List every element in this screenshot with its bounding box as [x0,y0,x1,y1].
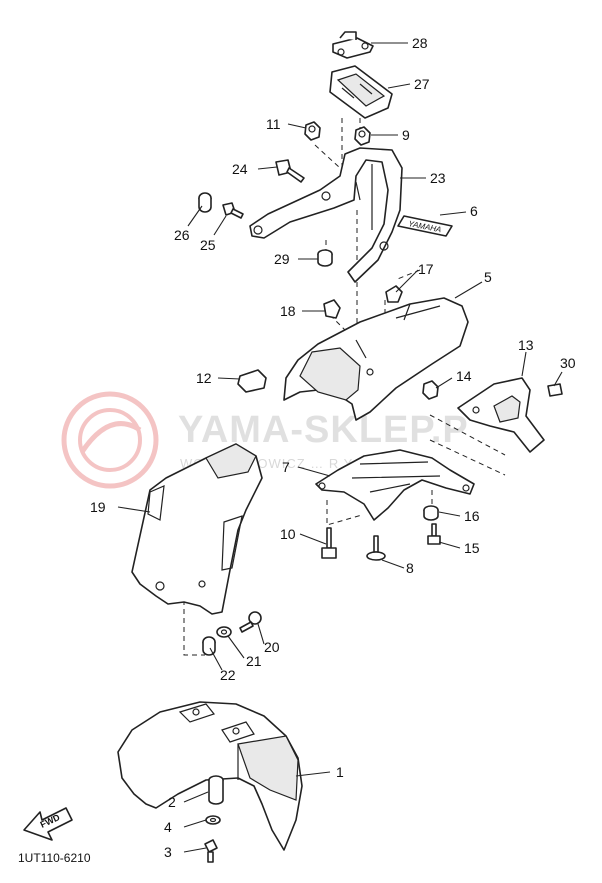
callout-2: 2 [168,794,176,810]
part-28-bracket[interactable] [332,31,374,59]
callout-23: 23 [430,170,446,186]
callout-17: 17 [418,261,434,277]
watermark: YAMA-SKLEP.P WOJCIECHOWICZ … R YAMAHA [61,391,469,489]
callout-19: 19 [90,499,106,515]
diagram-code: 1UT110-6210 [18,851,91,865]
part-11-nut[interactable] [304,121,321,141]
callout-1: 1 [336,764,344,780]
part-19-inner-fender[interactable] [131,443,263,615]
callout-5: 5 [484,269,492,285]
callout-20: 20 [264,639,280,655]
part-30-reflector[interactable] [547,383,563,397]
part-14-nut[interactable] [422,380,439,400]
part-3-bolt[interactable] [204,839,218,863]
callout-28: 28 [412,35,428,51]
callout-4: 4 [164,819,172,835]
callout-9: 9 [402,127,410,143]
callout-14: 14 [456,368,472,384]
callout-29: 29 [274,251,290,267]
callout-27: 27 [414,76,430,92]
part-16-nut[interactable] [423,505,439,521]
callout-24: 24 [232,161,248,177]
callout-10: 10 [280,526,296,542]
callout-6: 6 [470,203,478,219]
part-22-collar[interactable] [202,636,216,656]
callout-26: 26 [174,227,190,243]
part-7-tail-bracket[interactable] [315,449,475,521]
part-26-collar[interactable] [198,192,212,213]
part-4-washer[interactable] [205,815,221,825]
fwd-arrow-icon: FWD [23,807,73,841]
leader-lines [117,42,563,853]
part-21-washer[interactable] [216,626,232,638]
callout-22: 22 [220,667,236,683]
part-15-bolt[interactable] [427,523,441,545]
callout-3: 3 [164,844,172,860]
watermark-logo [61,391,159,489]
callout-11: 11 [266,116,281,132]
part-27-grab-bracket[interactable] [329,65,393,119]
part-9-nut[interactable] [354,126,371,146]
part-12-bracket[interactable] [237,369,267,393]
part-1-front-fender[interactable] [117,701,303,851]
callout-15: 15 [464,540,480,556]
part-24-bolt[interactable] [275,159,305,183]
part-29-grommet[interactable] [317,249,333,267]
watermark-brand: YAMA-SKLEP.P [178,409,469,451]
part-25-screw[interactable] [222,202,244,219]
callout-8: 8 [406,560,414,576]
callout-7: 7 [282,459,290,475]
part-10-bolt[interactable] [321,527,337,559]
callout-13: 13 [518,337,534,353]
part-8-bolt[interactable] [366,535,386,561]
callout-21: 21 [246,653,262,669]
callout-16: 16 [464,508,480,524]
callout-12: 12 [196,370,212,386]
part-20-screw[interactable] [239,611,262,633]
part-13-plate-bracket[interactable] [457,377,545,453]
callout-labels: 28 27 11 9 24 23 6 26 25 29 17 5 18 13 3… [90,35,576,860]
part-23-grab-bar[interactable] [249,147,403,283]
part-5-rear-fender[interactable] [283,297,469,421]
part-18-clip[interactable] [323,299,341,319]
callout-30: 30 [560,355,576,371]
part-2-spacer[interactable] [208,775,224,805]
callout-25: 25 [200,237,216,253]
callout-18: 18 [280,303,296,319]
part-6-decal[interactable]: YAMAHA [397,215,453,237]
